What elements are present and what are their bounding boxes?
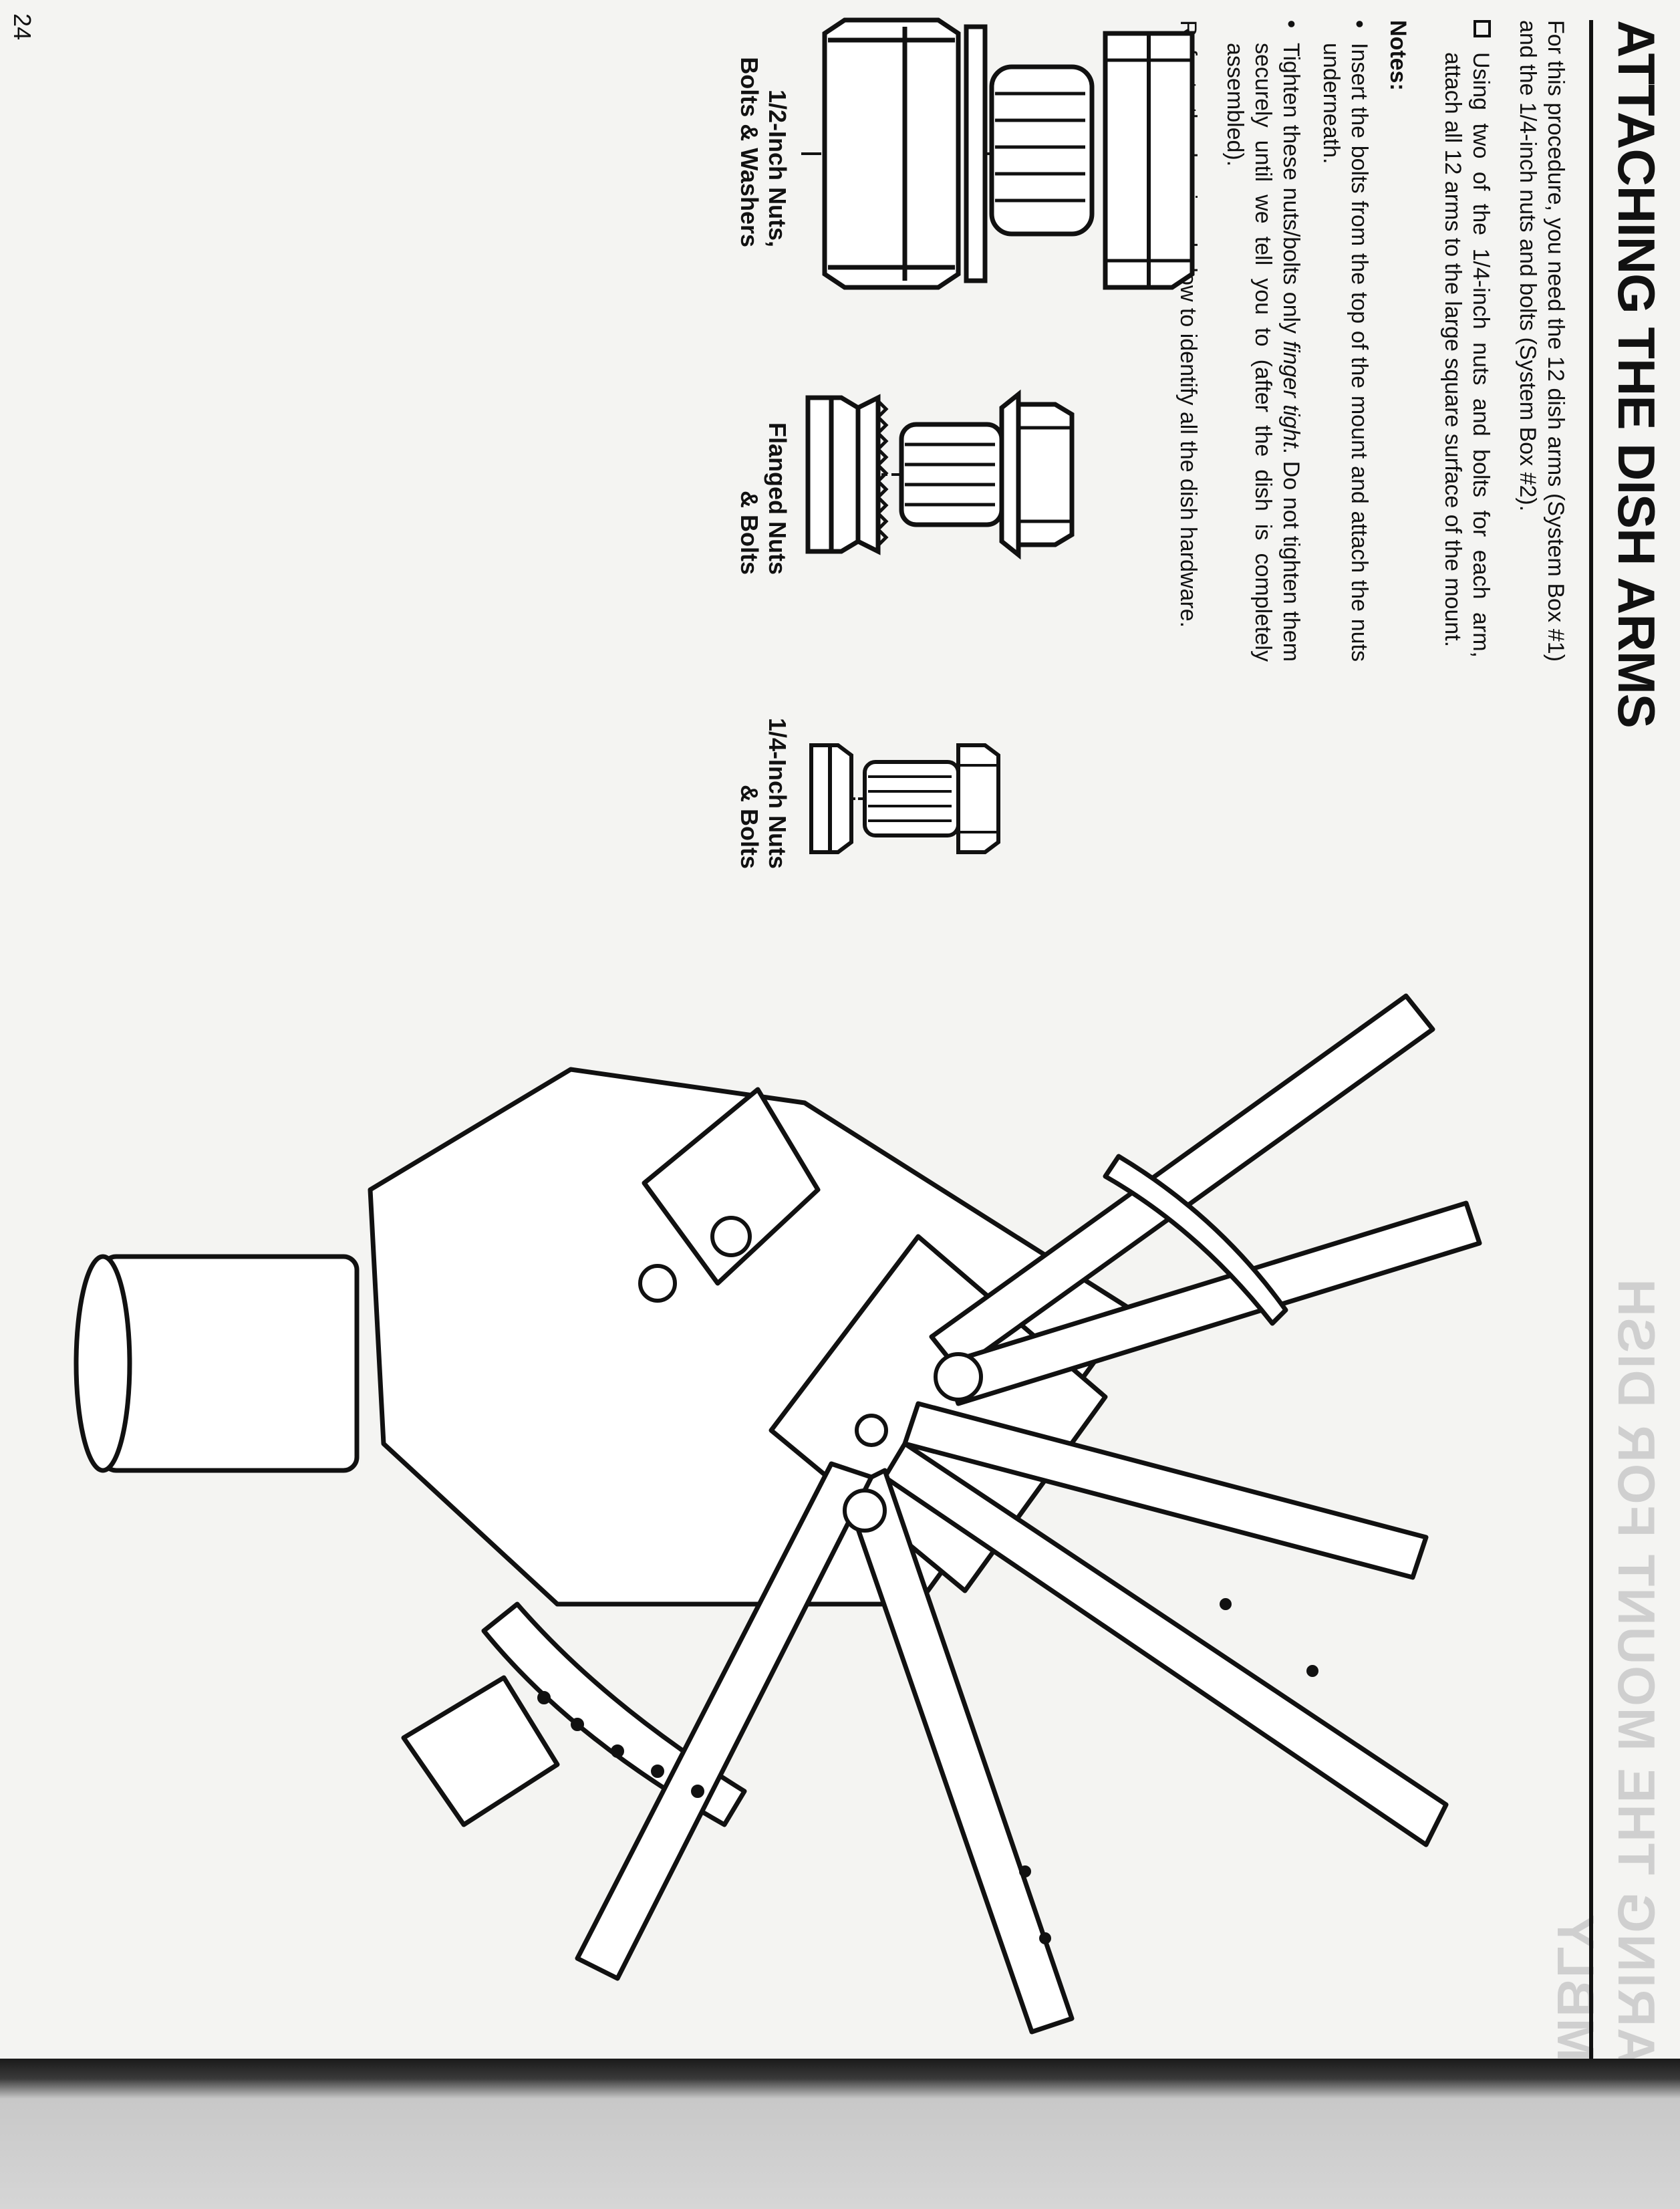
flanged-bolt-nut-icon xyxy=(805,389,1075,560)
title-rule xyxy=(1589,20,1593,2159)
hardware-label-line: & Bolts xyxy=(736,785,763,869)
book-binding-shadow xyxy=(0,2059,1680,2209)
note-emphasis: finger tight xyxy=(1278,340,1304,448)
notes-list: • Insert the bolts from the top of the m… xyxy=(1221,20,1373,662)
bullet-icon: • xyxy=(1278,20,1304,28)
quarter-inch-bolt-nut-icon xyxy=(809,743,1000,854)
half-inch-bolt-nut-washer-icon xyxy=(799,17,1095,290)
hardware-label-quarter-inch: 1/4-Inch Nuts & Bolts xyxy=(735,668,791,869)
instructions-column: For this procedure, you need the 12 dish… xyxy=(1155,20,1570,662)
bullet-icon: • xyxy=(1347,20,1372,28)
note-text: Insert the bolts from the top of the mou… xyxy=(1318,43,1372,662)
step-text: Using two of the 1/4-inch nuts and bolts… xyxy=(1440,52,1494,658)
intro-paragraph: For this procedure, you need the 12 dish… xyxy=(1515,20,1568,662)
step-checklist-item: Using two of the 1/4-inch nuts and bolts… xyxy=(1439,20,1495,662)
hardware-label-half-inch: 1/2-Inch Nuts, Bolts & Washers xyxy=(735,27,791,247)
hardware-label-flanged: Flanged Nuts & Bolts xyxy=(735,374,791,575)
hardware-label-line: 1/2-Inch Nuts, xyxy=(764,89,791,247)
dish-arm-assembly-illustration xyxy=(74,993,1482,2035)
hardware-label-line: Flanged Nuts xyxy=(764,422,791,575)
show-through-heading: PREPARING THE MOUNT FOR DISH ASSEMBLY xyxy=(1546,1277,1666,2209)
note-item: • Tighten these nuts/bolts only finger t… xyxy=(1221,20,1305,662)
note-item: • Insert the bolts from the top of the m… xyxy=(1317,20,1373,662)
note-text-part: Tighten these nuts/bolts only xyxy=(1278,43,1304,341)
hardware-label-line: 1/4-Inch Nuts xyxy=(764,717,791,869)
page-title: ATTACHING THE DISH ARMS xyxy=(1607,20,1666,728)
page-number: 24 xyxy=(9,13,36,41)
notes-heading: Notes: xyxy=(1385,20,1411,91)
step-checkbox[interactable] xyxy=(1474,20,1491,37)
note-text: Tighten these nuts/bolts only finger tig… xyxy=(1221,43,1305,662)
hardware-label-line: & Bolts xyxy=(736,491,763,575)
hardware-label-line: Bolts & Washers xyxy=(736,57,763,247)
half-inch-bolt-head-icon xyxy=(1103,31,1195,290)
